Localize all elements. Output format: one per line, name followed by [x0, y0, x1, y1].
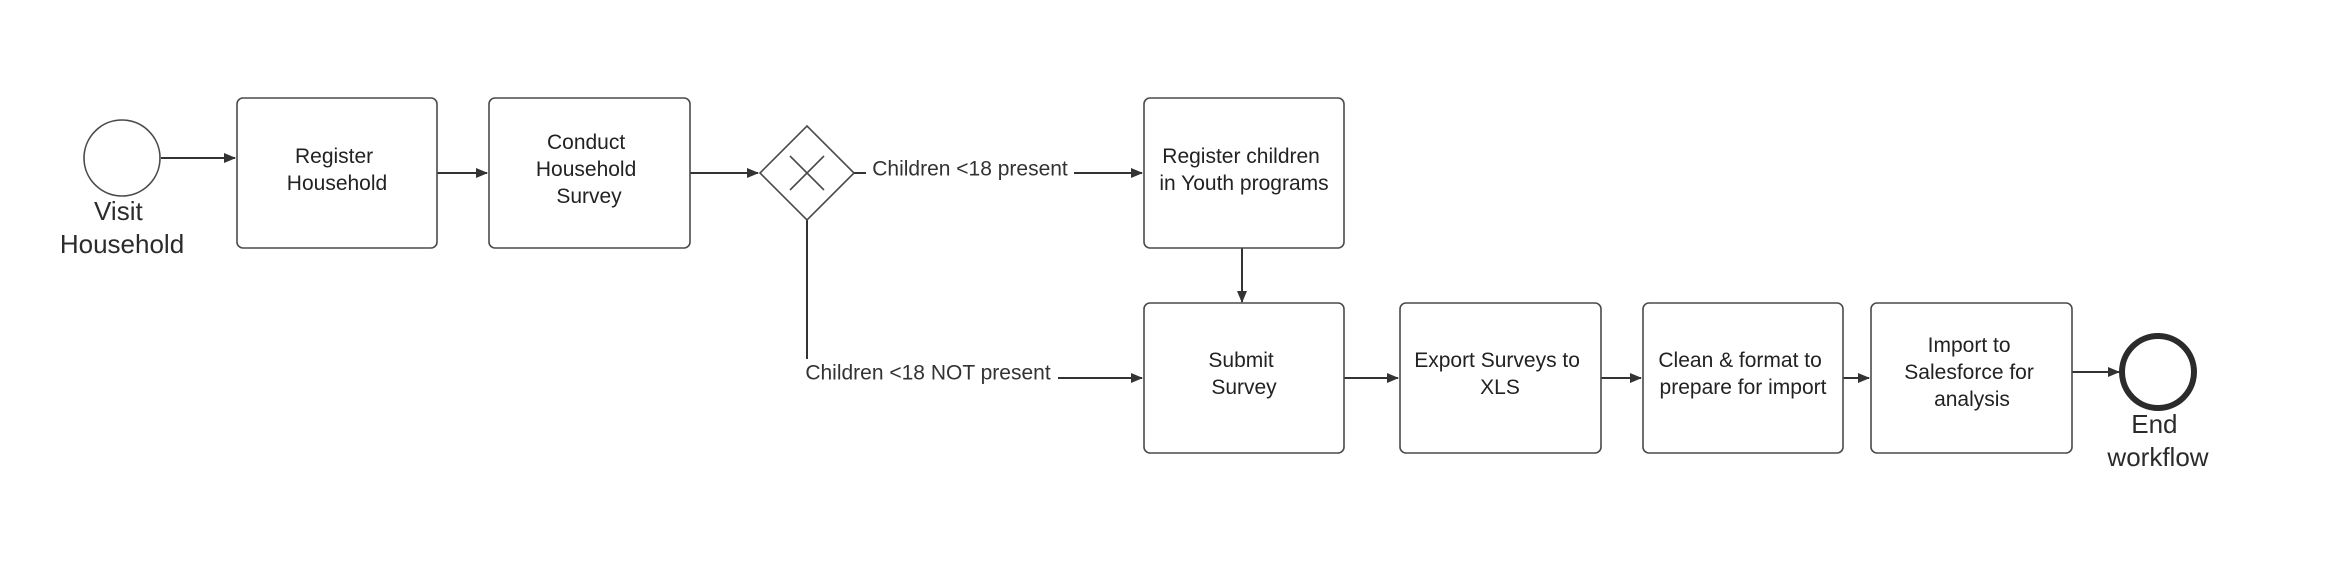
start-event-label-line-1: Visit	[94, 196, 143, 226]
task-label-line: Household	[536, 158, 636, 181]
edge-label-children-present-text: Children <18 present	[872, 158, 1068, 181]
task-label-line: XLS	[1480, 376, 1520, 399]
task-conduct-household-survey[interactable]: Conduct Household Survey	[488, 97, 691, 249]
task-clean-format[interactable]: Clean & format to prepare for import	[1642, 302, 1844, 454]
end-event-label-line-2: workflow	[2106, 442, 2208, 472]
task-label-line: Household	[287, 172, 387, 195]
task-register-youth-programs[interactable]: Register children in Youth programs	[1143, 97, 1345, 249]
task-export-surveys[interactable]: Export Surveys to XLS	[1399, 302, 1602, 454]
edge-label-children-not-present: Children <18 NOT present	[798, 359, 1058, 389]
task-import-salesforce[interactable]: Import to Salesforce for analysis	[1870, 302, 2073, 454]
task-label-line: Register children	[1162, 145, 1320, 168]
task-register-household[interactable]: Register Household	[236, 97, 438, 249]
start-event-label: Visit Household	[60, 196, 184, 259]
task-label-line: Survey	[1211, 376, 1277, 399]
start-event-label-line-2: Household	[60, 229, 184, 259]
start-event-visit-household[interactable]	[83, 119, 161, 197]
task-submit-survey[interactable]: Submit Survey	[1143, 302, 1345, 454]
task-clean-format-label: Clean & format to prepare for import	[1658, 349, 1827, 399]
task-label-line: prepare for import	[1660, 376, 1827, 399]
task-label-line: Submit	[1208, 349, 1274, 372]
task-label-line: in Youth programs	[1159, 172, 1328, 195]
task-import-salesforce-label: Import to Salesforce for analysis	[1904, 334, 2039, 411]
end-event-label-line-1: End	[2131, 409, 2177, 439]
task-label-line: analysis	[1934, 388, 2010, 411]
end-event-workflow[interactable]	[2119, 333, 2197, 411]
task-label-line: Register	[295, 145, 373, 168]
task-submit-survey-label: Submit Survey	[1208, 349, 1279, 399]
edge-label-children-not-present-text: Children <18 NOT present	[805, 362, 1050, 385]
flow-gateway-to-submit[interactable]	[806, 220, 1143, 383]
task-label-line: Conduct	[547, 131, 625, 154]
task-conduct-survey-label: Conduct Household Survey	[536, 131, 642, 208]
task-label-line: Clean & format to	[1658, 349, 1821, 372]
task-label-line: Salesforce for	[1904, 361, 2034, 384]
task-label-line: Export Surveys to	[1414, 349, 1580, 372]
task-label-line: Import to	[1928, 334, 2011, 357]
gateway-x-icon	[789, 155, 825, 191]
task-register-youth-label: Register children in Youth programs	[1159, 145, 1328, 195]
edge-label-children-present: Children <18 present	[866, 157, 1074, 187]
task-register-household-label: Register Household	[287, 145, 387, 195]
task-export-surveys-label: Export Surveys to XLS	[1414, 349, 1586, 399]
task-label-line: Survey	[556, 185, 622, 208]
exclusive-gateway[interactable]	[758, 124, 856, 222]
end-event-label: End workflow	[2106, 409, 2208, 472]
